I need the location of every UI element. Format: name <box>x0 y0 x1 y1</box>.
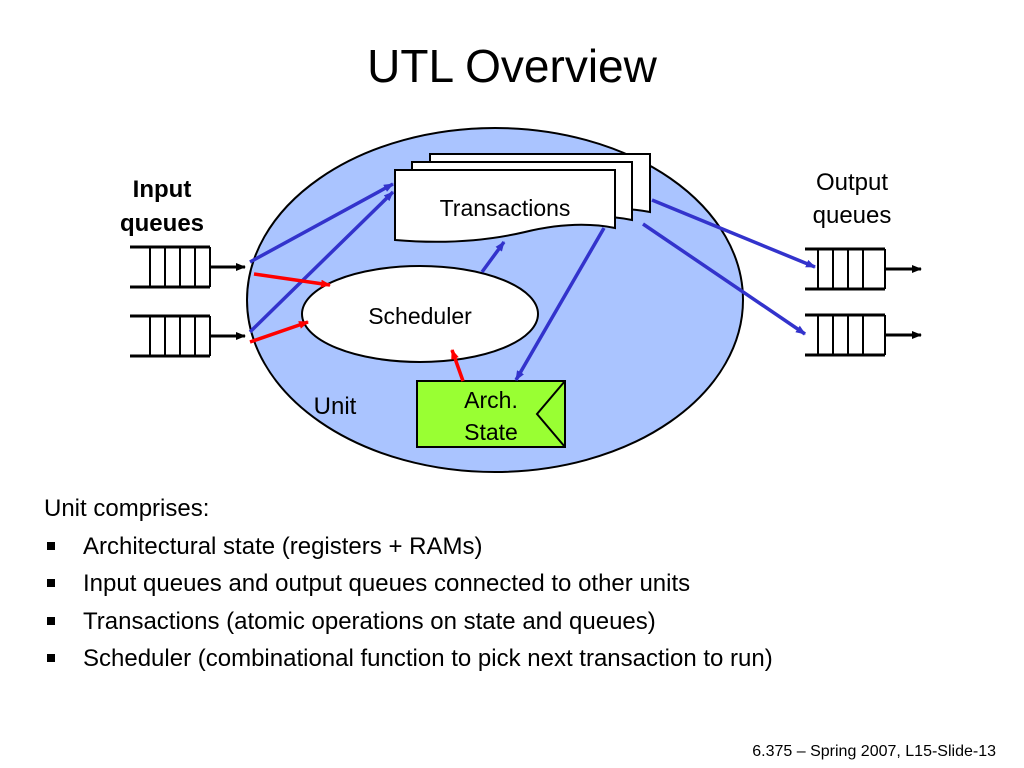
arch-state-label-line1: Arch. <box>464 387 518 413</box>
input-queues-label-line2: queues <box>120 210 204 237</box>
input-queue-1 <box>130 245 246 289</box>
arrow-inq2-to-transactions <box>248 190 395 334</box>
transactions-stack <box>394 153 651 243</box>
arrow-transactions-to-state <box>514 227 606 381</box>
arrow-transactions-to-outq1 <box>651 198 816 269</box>
arrow-inq1-to-scheduler <box>253 272 331 288</box>
arrow-inq1-to-transactions <box>249 182 394 264</box>
arrow-inq2-to-scheduler <box>249 320 309 344</box>
bullet-item: Architectural state (registers + RAMs) <box>44 528 773 566</box>
bullet-item: Input queues and output queues connected… <box>44 565 773 603</box>
bullet-square-icon <box>47 616 55 625</box>
arrow-state-to-scheduler <box>450 349 465 382</box>
unit-label: Unit <box>314 393 357 420</box>
output-queue-2 <box>805 313 922 357</box>
output-queues-label-line1: Output <box>816 169 888 196</box>
arrow-scheduler-to-transactions <box>480 240 506 274</box>
bullet-text: Transactions (atomic operations on state… <box>83 607 656 635</box>
bullet-item: Transactions (atomic operations on state… <box>44 603 773 641</box>
bullet-item: Scheduler (combinational function to pic… <box>44 640 773 678</box>
slide-footer: 6.375 – Spring 2007, L15-Slide-13 <box>752 743 996 760</box>
bullet-list: Architectural state (registers + RAMs) I… <box>44 528 773 678</box>
bullet-text: Input queues and output queues connected… <box>83 570 691 597</box>
utl-diagram: Input queues Output queues Transactions … <box>120 127 922 473</box>
transactions-label: Transactions <box>440 195 571 221</box>
body-text: Unit comprises: Architectural state (reg… <box>44 490 773 678</box>
output-queues-label-line2: queues <box>813 202 892 229</box>
scheduler-label: Scheduler <box>368 303 472 329</box>
output-queue-1 <box>805 247 922 291</box>
input-queues-label-line1: Input <box>133 176 192 203</box>
arch-state-label-line2: State <box>464 419 518 445</box>
bullet-square-icon <box>47 541 55 550</box>
scheduler-ellipse <box>301 265 539 363</box>
bullet-square-icon <box>47 654 55 662</box>
arch-state-box <box>416 380 566 448</box>
input-queue-2 <box>130 314 246 358</box>
bullet-text: Scheduler (combinational function to pic… <box>83 645 773 672</box>
arrow-transactions-to-outq2 <box>642 222 806 336</box>
bullet-text: Architectural state (registers + RAMs) <box>83 532 483 560</box>
slide-title: UTL Overview <box>367 40 657 92</box>
body-intro: Unit comprises: <box>44 495 210 522</box>
bullet-square-icon <box>47 579 55 587</box>
